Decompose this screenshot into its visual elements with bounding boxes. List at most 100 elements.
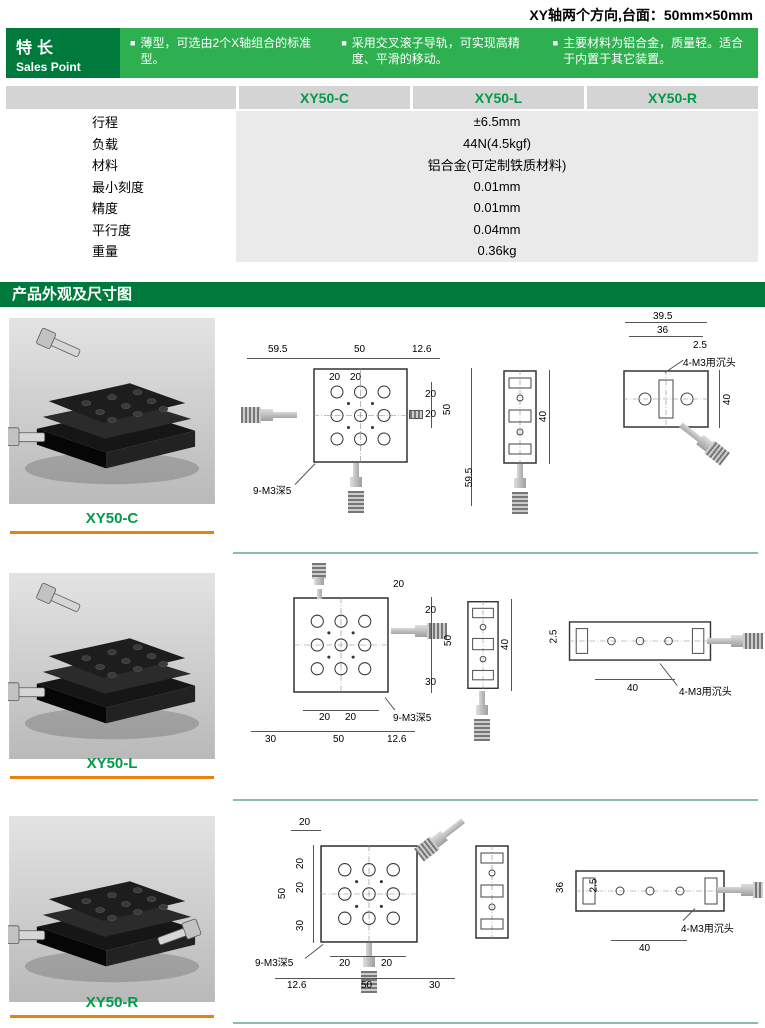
table-row: 负载 44N(4.5kgf) xyxy=(6,132,758,154)
drawing-svg xyxy=(503,370,537,464)
dim-label: 12.6 xyxy=(387,734,407,745)
micrometer-drawing xyxy=(414,814,468,862)
spec-column-xy50-r: XY50-R xyxy=(587,86,758,109)
front-view-drawing xyxy=(293,597,389,693)
dim-label: 40 xyxy=(639,943,651,954)
micrometer-drawing xyxy=(717,882,763,898)
micrometer-drawing xyxy=(391,623,447,639)
dimension-line xyxy=(511,599,512,691)
dim-label: 50 xyxy=(277,887,289,900)
leader-line xyxy=(304,943,324,959)
dim-label: 59.5 xyxy=(268,344,288,355)
dim-label: 40 xyxy=(722,393,734,406)
dim-label: 50 xyxy=(442,403,454,416)
spec-row-label: 材料 xyxy=(6,154,236,176)
dim-label: 2.5 xyxy=(588,878,600,893)
sales-bullet: ■ 采用交叉滚子导轨，可实现高精度、平滑的移动。 xyxy=(333,33,544,73)
dim-label: 12.6 xyxy=(412,344,432,355)
leader-line xyxy=(384,697,396,711)
separator-line xyxy=(233,552,758,554)
product-photo xyxy=(8,318,216,504)
thread-note: 9-M3深5 xyxy=(253,486,292,497)
sales-bullet: ■ 主要材料为铝合金，质量轻。适合于内置于其它装置。 xyxy=(545,33,756,73)
side-view-drawing xyxy=(467,599,499,691)
dim-label: 20 xyxy=(393,579,405,590)
dim-label: 40 xyxy=(538,410,550,423)
adjuster-knob-drawing xyxy=(409,410,423,419)
spec-table-header: XY50-C XY50-L XY50-R xyxy=(6,86,758,109)
spec-row-value: 0.01mm xyxy=(236,175,758,197)
product-section-xy50-l: XY50-L 20 2 xyxy=(0,563,765,808)
dimension-line xyxy=(291,830,321,831)
front-view-drawing xyxy=(313,368,408,463)
dim-label: 30 xyxy=(265,734,277,745)
spec-table: XY50-C XY50-L XY50-R 行程 ±6.5mm 负载 44N(4.… xyxy=(6,86,758,262)
sales-point-banner: 特长 Sales Point ■ 薄型，可选由2个X轴组合的标准型。 ■ 采用交… xyxy=(6,28,758,78)
dimension-line xyxy=(595,679,675,680)
page-title: XY轴两个方向,台面：50mm×50mm xyxy=(529,7,753,23)
end-view-drawing xyxy=(575,870,725,912)
spec-column-xy50-c: XY50-C xyxy=(239,86,410,109)
spec-row-label: 负载 xyxy=(6,132,236,154)
drawing-svg xyxy=(575,870,725,912)
dimension-drawings: 20 20 50 30 20 20 30 50 12.6 9-M3深5 xyxy=(235,563,763,808)
thread-note: 9-M3深5 xyxy=(393,713,432,724)
product-name-label: XY50-C xyxy=(85,510,139,527)
separator-line xyxy=(233,1022,758,1024)
dimension-line xyxy=(251,731,415,732)
table-row: 重量 0.36kg xyxy=(6,240,758,262)
drawing-svg xyxy=(313,368,408,463)
spec-column-xy50-l: XY50-L xyxy=(413,86,584,109)
micrometer-drawing xyxy=(311,563,327,599)
dimension-line xyxy=(471,368,472,506)
spec-table-body: 行程 ±6.5mm 负载 44N(4.5kgf) 材料 铝合金(可定制铁质材料)… xyxy=(6,111,758,262)
dimension-line xyxy=(330,956,406,957)
dim-label: 20 xyxy=(425,409,437,420)
thread-note: 9-M3深5 xyxy=(255,958,294,969)
dim-label: 36 xyxy=(555,881,567,894)
dim-label: 20 xyxy=(425,389,437,400)
leader-line xyxy=(659,663,678,686)
spec-row-value: 44N(4.5kgf) xyxy=(236,132,758,154)
sales-point-heading: 特长 Sales Point xyxy=(6,28,120,78)
sales-point-title-cn: 特长 xyxy=(16,40,59,57)
product-name-label: XY50-L xyxy=(86,755,138,772)
dim-label: 20 xyxy=(295,857,307,870)
spec-row-value: 0.04mm xyxy=(236,218,758,240)
dimension-line xyxy=(549,370,550,464)
label-underline xyxy=(10,1015,214,1018)
micrometer-drawing xyxy=(241,407,297,423)
spec-row-label: 行程 xyxy=(6,111,236,133)
dim-label: 50 xyxy=(361,980,373,991)
dimension-line xyxy=(719,370,720,428)
dimension-drawings: 59.5 50 12.6 20 20 20 20 50 59.5 9-M3深5 xyxy=(235,310,763,553)
drawing-svg xyxy=(568,621,712,661)
side-view-drawing xyxy=(503,370,537,464)
bullet-text: 薄型，可选由2个X轴组合的标准型。 xyxy=(140,36,312,67)
dim-label: 20 xyxy=(339,958,351,969)
thread-note: 4-M3用沉头 xyxy=(681,924,734,935)
spec-row-value: 铝合金(可定制铁质材料) xyxy=(236,154,758,176)
spec-row-value: 0.36kg xyxy=(236,240,758,262)
dim-label: 30 xyxy=(429,980,441,991)
photo-illustration xyxy=(8,573,215,759)
drawing-svg xyxy=(293,597,389,693)
table-row: 精度 0.01mm xyxy=(6,197,758,219)
spec-row-label: 平行度 xyxy=(6,218,236,240)
spec-row-label: 最小刻度 xyxy=(6,175,236,197)
dim-label: 30 xyxy=(295,919,307,932)
dim-label: 40 xyxy=(627,683,639,694)
sales-point-bullets: ■ 薄型，可选由2个X轴组合的标准型。 ■ 采用交叉滚子导轨，可实现高精度、平滑… xyxy=(120,28,758,78)
dim-label: 12.6 xyxy=(287,980,307,991)
micrometer-drawing xyxy=(474,691,490,741)
bullet-square-icon: ■ xyxy=(341,38,347,48)
table-row: 最小刻度 0.01mm xyxy=(6,175,758,197)
spec-row-label: 重量 xyxy=(6,240,236,262)
product-section-xy50-c: XY50-C 59. xyxy=(0,310,765,553)
bullet-square-icon: ■ xyxy=(130,38,136,48)
dim-label: 50 xyxy=(333,734,345,745)
bullet-text: 主要材料为铝合金，质量轻。适合于内置于其它装置。 xyxy=(563,36,744,67)
dim-label: 20 xyxy=(350,372,362,383)
side-view-drawing xyxy=(475,845,509,939)
dimension-line xyxy=(431,597,432,693)
